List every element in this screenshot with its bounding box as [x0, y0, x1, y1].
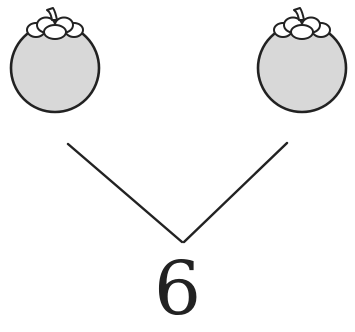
left-bond-line	[68, 144, 182, 242]
mangosteen-icon	[258, 8, 346, 112]
right-bond-line	[184, 143, 287, 242]
total-number: 6	[0, 252, 355, 326]
bond-lines	[68, 143, 287, 242]
mangosteen-icon	[11, 8, 99, 112]
